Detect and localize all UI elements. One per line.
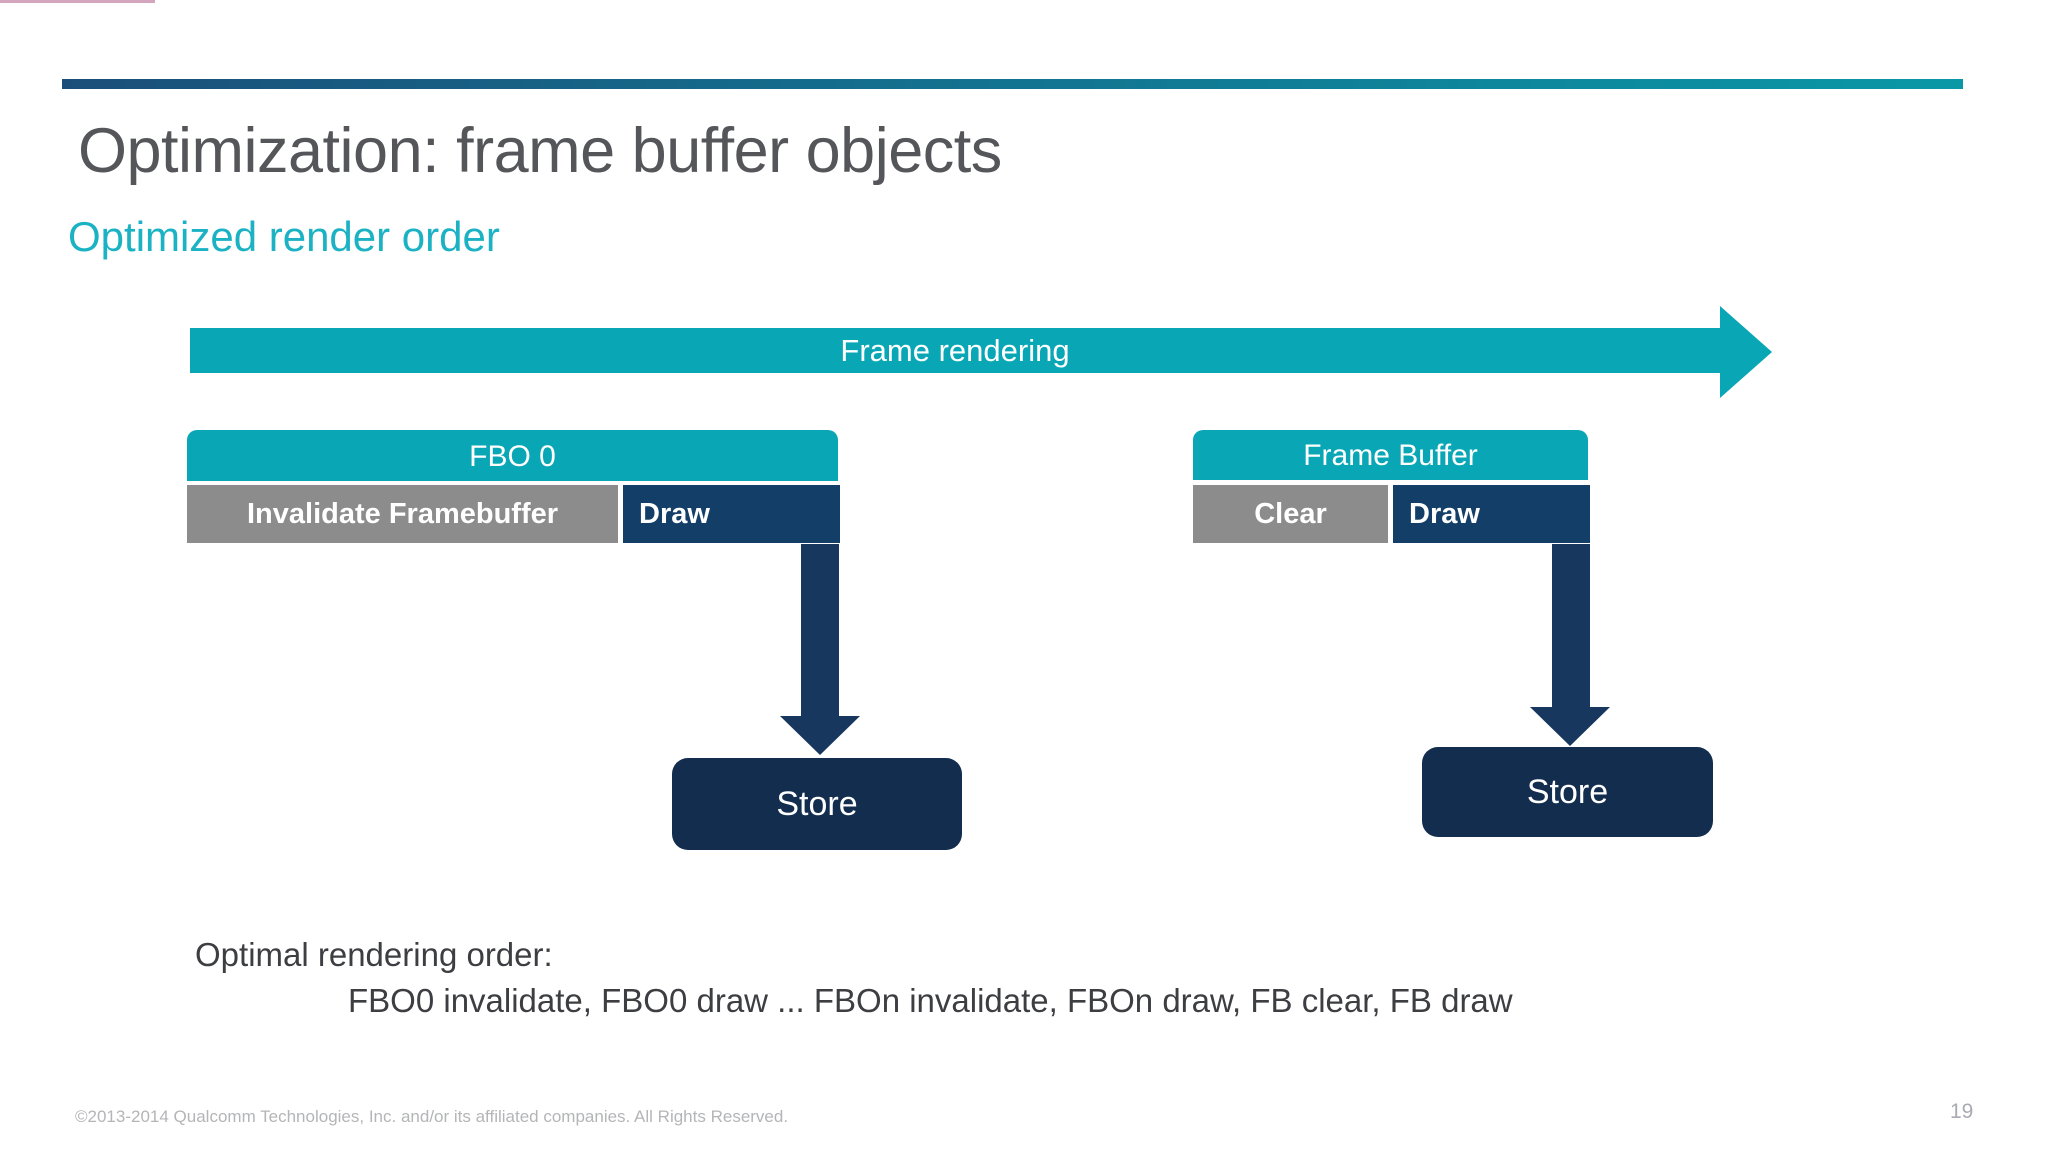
fbo0-header: FBO 0 [187, 430, 838, 481]
framebuffer-header: Frame Buffer [1193, 430, 1588, 480]
notes-heading: Optimal rendering order: [195, 936, 553, 973]
fbo0-invalidate-step: Invalidate Framebuffer [187, 485, 618, 543]
framebuffer-down-arrowhead-icon [1530, 707, 1610, 746]
framebuffer-down-arrow-shaft [1552, 544, 1590, 708]
top-accent-bar [0, 0, 155, 3]
fbo0-draw-step: Draw [623, 485, 840, 543]
page-number: 19 [1950, 1100, 1974, 1123]
fbo0-down-arrow-shaft [801, 544, 839, 717]
copyright-footer: ©2013-2014 Qualcomm Technologies, Inc. a… [75, 1107, 789, 1126]
frame-rendering-label: Frame rendering [840, 333, 1070, 368]
frame-rendering-arrow-shaft: Frame rendering [190, 328, 1720, 373]
notes-sequence: FBO0 invalidate, FBO0 draw ... FBOn inva… [348, 982, 1513, 1019]
page-subtitle: Optimized render order [68, 213, 500, 260]
frame-rendering-arrowhead-icon [1720, 306, 1772, 398]
framebuffer-draw-step: Draw [1393, 485, 1590, 543]
header-divider-rule [62, 79, 1963, 89]
page-title: Optimization: frame buffer objects [78, 116, 1002, 186]
fbo0-store-box: Store [672, 758, 962, 850]
framebuffer-clear-step: Clear [1193, 485, 1388, 543]
fbo0-down-arrowhead-icon [780, 716, 860, 755]
framebuffer-store-box: Store [1422, 747, 1713, 837]
